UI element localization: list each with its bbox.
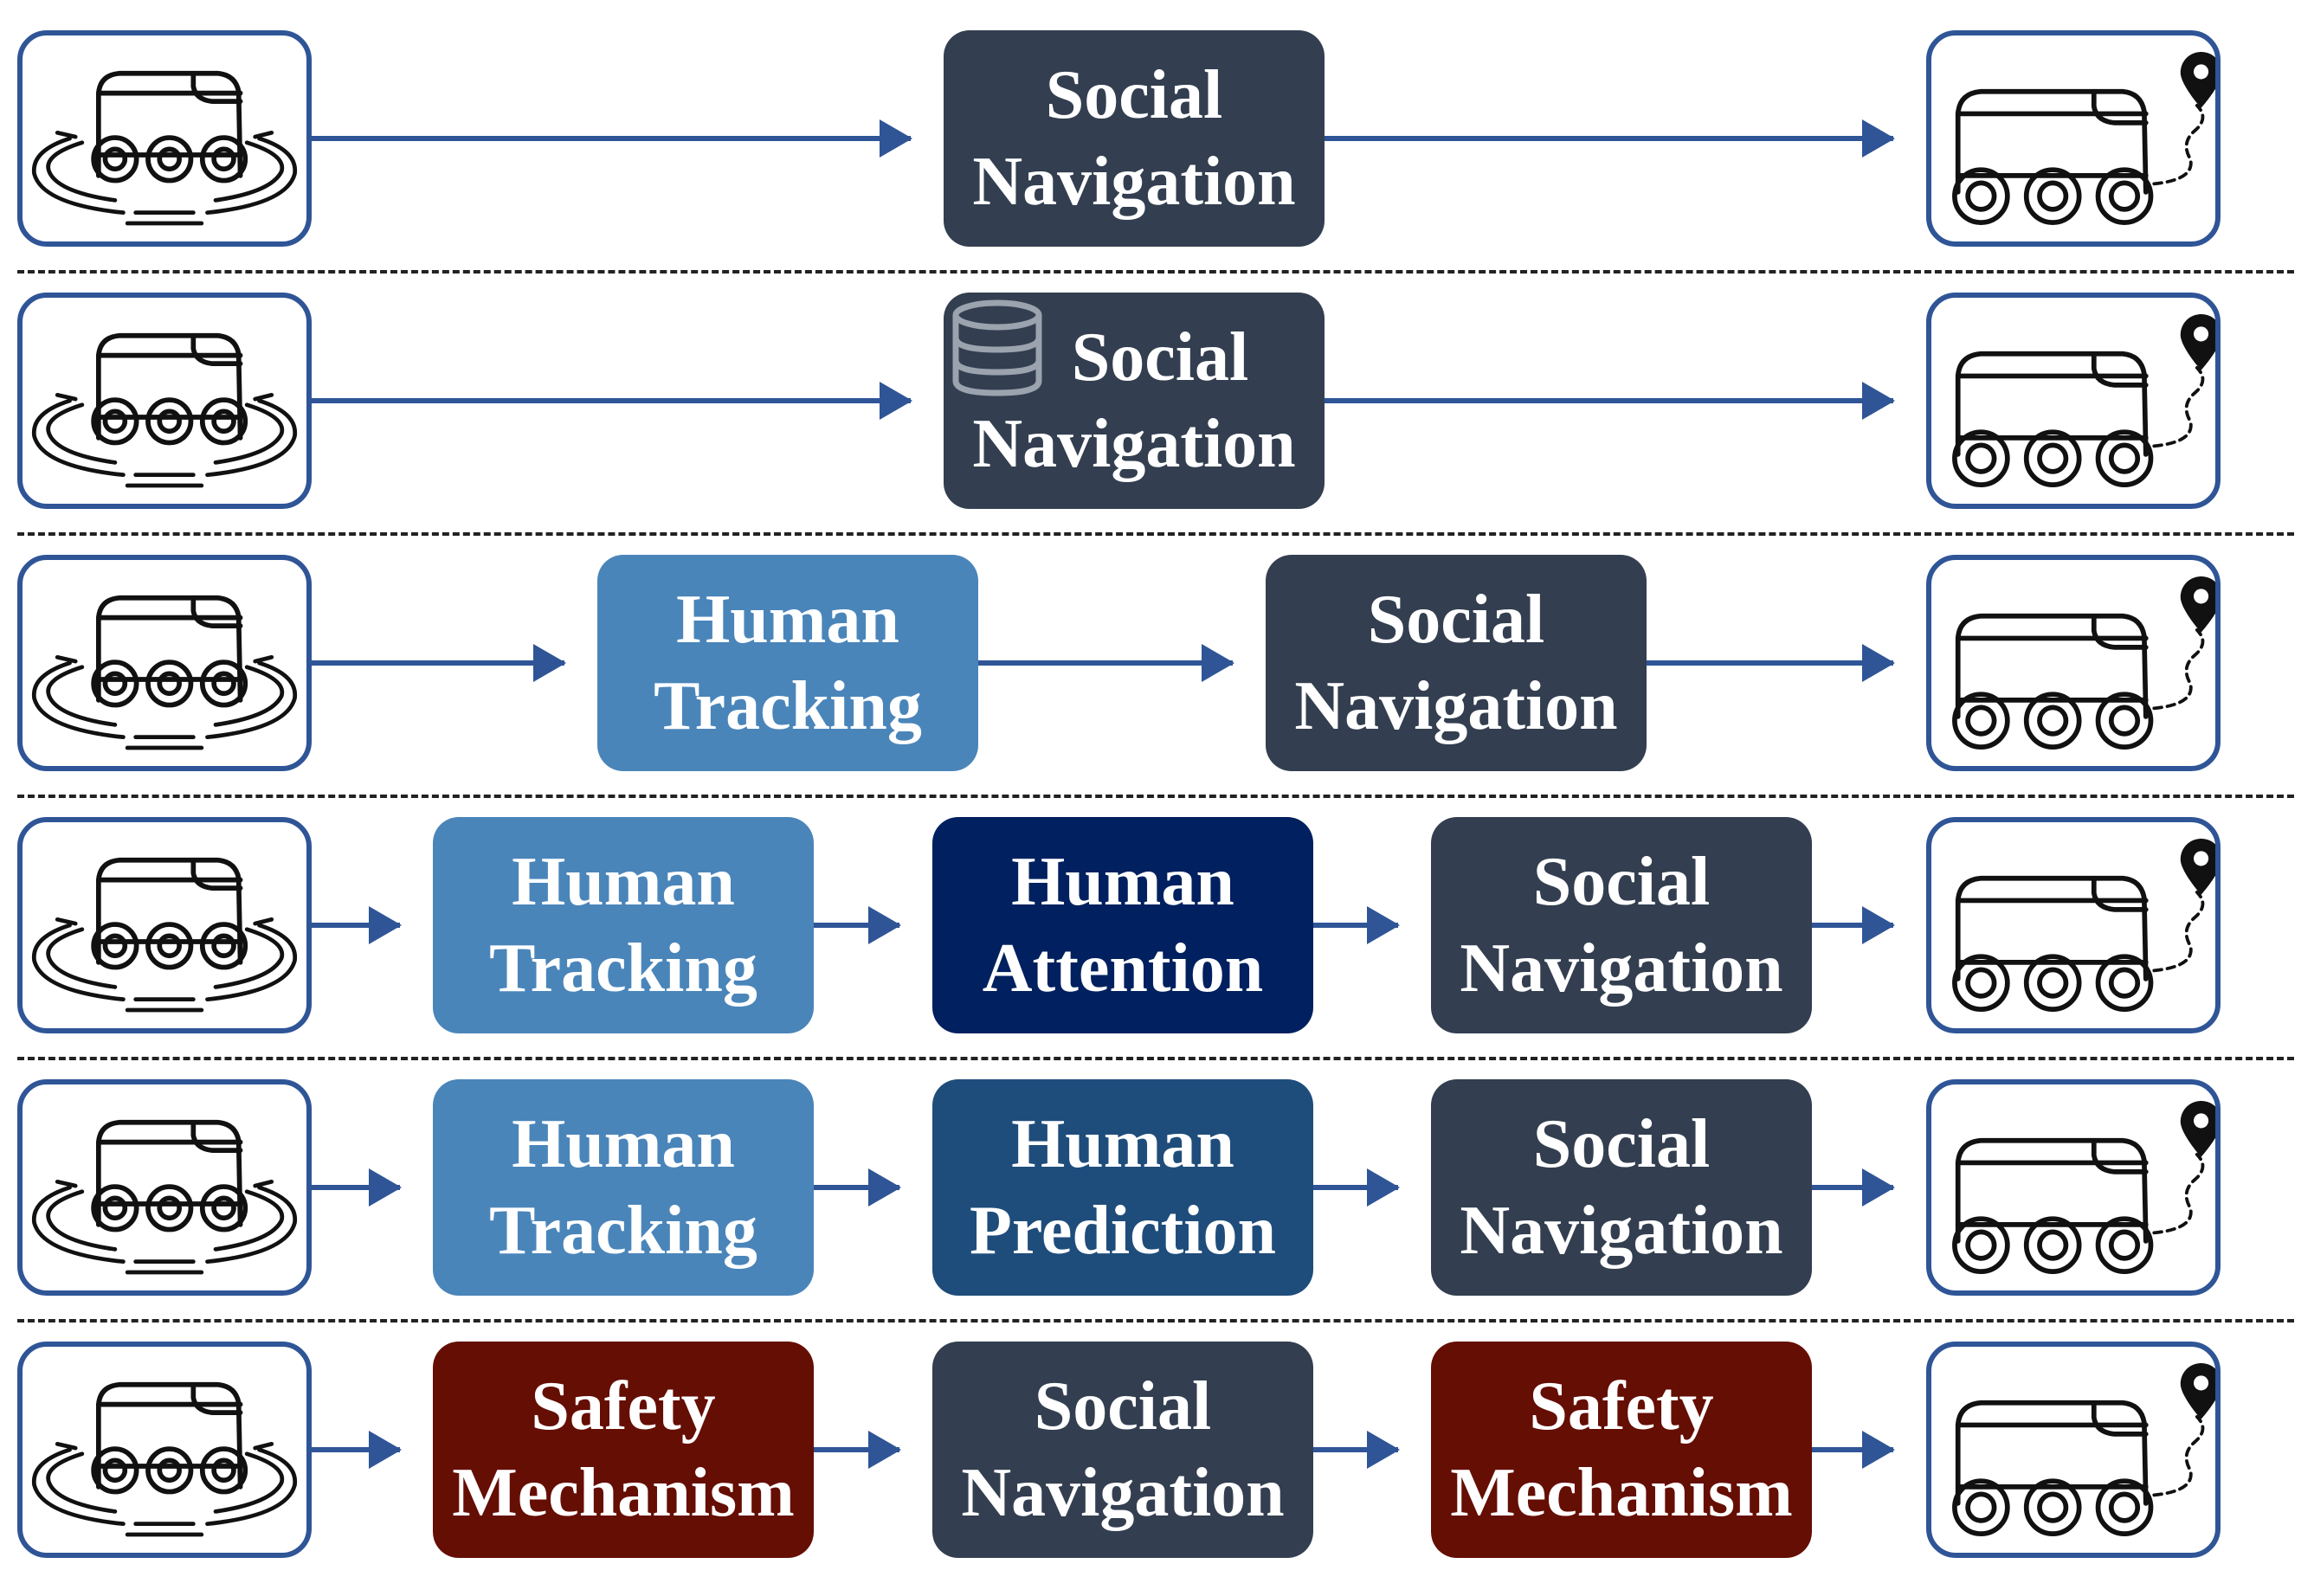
box-label-line2: Navigation (1294, 668, 1618, 744)
box-label-line2: Tracking (489, 930, 757, 1007)
robot-sensing-svg (31, 1381, 298, 1537)
row-divider (17, 795, 2294, 798)
flow-arrow (1812, 1168, 1895, 1207)
robot-goal-icon (1926, 1342, 2221, 1558)
box-label-line1: Social (1045, 57, 1223, 133)
flow-arrow (1647, 644, 1895, 682)
box-label-line1: Social (1532, 844, 1711, 920)
box-label-line1: Safety (1529, 1368, 1714, 1445)
robot-goal-icon (1926, 555, 2221, 771)
flow-arrow (814, 1168, 901, 1207)
robot-sensing-svg (31, 70, 298, 226)
robot-goal-svg (1952, 576, 2215, 750)
box-label-line2: Navigation (1460, 930, 1783, 1007)
robot-sensing-icon (17, 293, 312, 509)
row-divider (17, 532, 2294, 536)
box-label-line1: Human (676, 582, 899, 658)
box-label-line1: Human (512, 844, 735, 920)
box-label-line1: Social (1034, 1368, 1212, 1445)
robot-sensing-svg (31, 332, 298, 488)
row-divider (17, 1057, 2294, 1060)
database-icon (952, 299, 1042, 396)
row-divider (17, 1319, 2294, 1322)
flow-arrow (978, 644, 1234, 682)
flow-arrow (312, 644, 566, 682)
robot-goal-svg (1952, 1101, 2215, 1274)
flow-arrow (1313, 906, 1400, 944)
box-label-line1: Social (1367, 582, 1545, 658)
box-label-line2: Prediction (969, 1193, 1277, 1269)
robot-sensing-svg (31, 857, 298, 1013)
robot-goal-icon (1926, 293, 2221, 509)
box-label-line2: Attention (982, 930, 1264, 1007)
flow-arrow (1812, 1431, 1895, 1469)
row-divider (17, 270, 2294, 274)
box-label-line1: Human (1011, 844, 1234, 920)
robot-sensing-svg (31, 595, 298, 750)
box-label-line2: Tracking (489, 1193, 757, 1269)
box-label-line1: Human (512, 1106, 735, 1182)
robot-sensing-icon (17, 1342, 312, 1558)
box-label-line1: Social (1532, 1106, 1711, 1182)
flow-arrow (312, 1431, 402, 1469)
flow-arrow (312, 1168, 402, 1207)
robot-sensing-icon (17, 555, 312, 771)
flow-arrow (312, 906, 402, 944)
box-label-line1: Safety (531, 1368, 716, 1445)
box-label-line2: Navigation (972, 144, 1296, 220)
box-label-line2: Mechanism (1450, 1455, 1793, 1531)
robot-sensing-icon (17, 817, 312, 1033)
flow-arrow (312, 119, 912, 158)
robot-sensing-icon (17, 1079, 312, 1296)
robot-goal-svg (1952, 52, 2215, 225)
flow-arrow (1313, 1168, 1400, 1207)
box-label-line1: Social (1071, 319, 1249, 396)
box-label-line2: Tracking (654, 668, 922, 744)
flow-arrow (814, 1431, 901, 1469)
box-label-line2: Navigation (972, 406, 1296, 482)
box-label-line2: Navigation (961, 1455, 1285, 1531)
robot-goal-icon (1926, 1079, 2221, 1296)
robot-goal-svg (1952, 839, 2215, 1012)
robot-goal-icon (1926, 30, 2221, 247)
flow-arrow (1812, 906, 1895, 944)
flow-arrow (1325, 119, 1895, 158)
box-label-line1: Human (1011, 1106, 1234, 1182)
robot-sensing-svg (31, 1119, 298, 1275)
robot-sensing-icon (17, 30, 312, 247)
box-label-line2: Mechanism (452, 1455, 795, 1531)
robot-goal-icon (1926, 817, 2221, 1033)
flow-arrow (814, 906, 901, 944)
robot-goal-svg (1952, 314, 2215, 487)
flow-arrow (1313, 1431, 1400, 1469)
robot-goal-svg (1952, 1363, 2215, 1536)
box-label-line2: Navigation (1460, 1193, 1783, 1269)
flow-arrow (1325, 382, 1895, 420)
flow-arrow (312, 382, 912, 420)
